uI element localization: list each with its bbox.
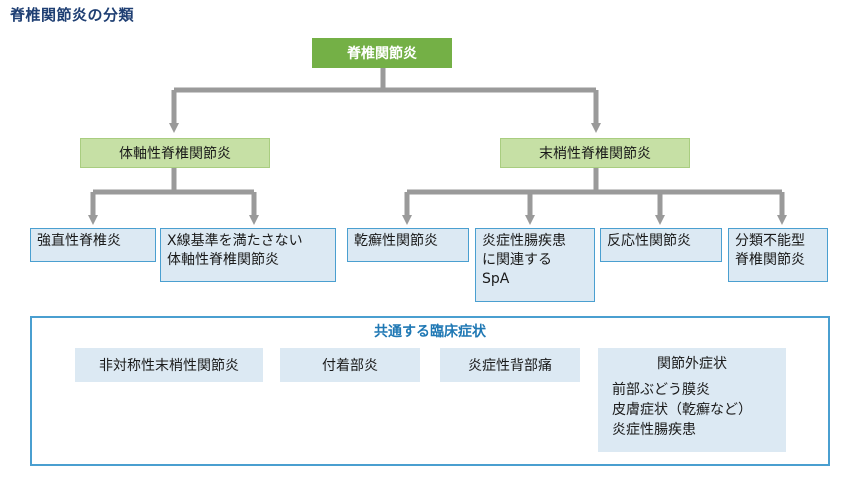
peripheral-node: 末梢性脊椎関節炎	[500, 138, 690, 168]
leaf-line: 分類不能型	[735, 233, 805, 249]
axial-node: 体軸性脊椎関節炎	[80, 138, 270, 168]
extra-articular-title: 関節外症状	[657, 356, 727, 372]
leaf-ibd-spa: 炎症性腸疾患 に関連する SpA	[475, 228, 595, 302]
leaf-line: SpA	[482, 271, 510, 287]
leaf-nonradiographic-axial: X線基準を満たさない 体軸性脊椎関節炎	[160, 228, 336, 282]
extra-item-uveitis: 前部ぶどう膜炎	[612, 382, 710, 398]
leaf-line: に関連する	[482, 252, 552, 268]
extra-articular-box: 関節外症状 前部ぶどう膜炎 皮膚症状（乾癬など） 炎症性腸疾患	[598, 348, 786, 452]
leaf-line: 体軸性脊椎関節炎	[167, 252, 279, 268]
symptom-back-pain: 炎症性背部痛	[440, 348, 580, 382]
leaf-line: 乾癬性関節炎	[354, 233, 438, 249]
leaf-line: 強直性脊椎炎	[37, 233, 121, 249]
root-node: 脊椎関節炎	[312, 38, 452, 68]
diagram-title: 脊椎関節炎の分類	[10, 6, 135, 24]
leaf-line: X線基準を満たさない	[167, 233, 303, 249]
symptom-peripheral-arthritis: 非対称性末梢性関節炎	[75, 348, 263, 382]
extra-item-ibd: 炎症性腸疾患	[612, 422, 696, 438]
extra-item-skin: 皮膚症状（乾癬など）	[612, 402, 752, 418]
leaf-reactive-arthritis: 反応性関節炎	[600, 228, 722, 262]
common-features-title: 共通する臨床症状	[374, 324, 486, 340]
symptom-enthesitis: 付着部炎	[280, 348, 420, 382]
leaf-line: 脊椎関節炎	[735, 252, 805, 268]
leaf-psoriatic-arthritis: 乾癬性関節炎	[347, 228, 469, 262]
leaf-line: 反応性関節炎	[607, 233, 691, 249]
leaf-ankylosing-spondylitis: 強直性脊椎炎	[30, 228, 156, 262]
leaf-undifferentiated-spa: 分類不能型 脊椎関節炎	[728, 228, 828, 282]
leaf-line: 炎症性腸疾患	[482, 233, 566, 249]
